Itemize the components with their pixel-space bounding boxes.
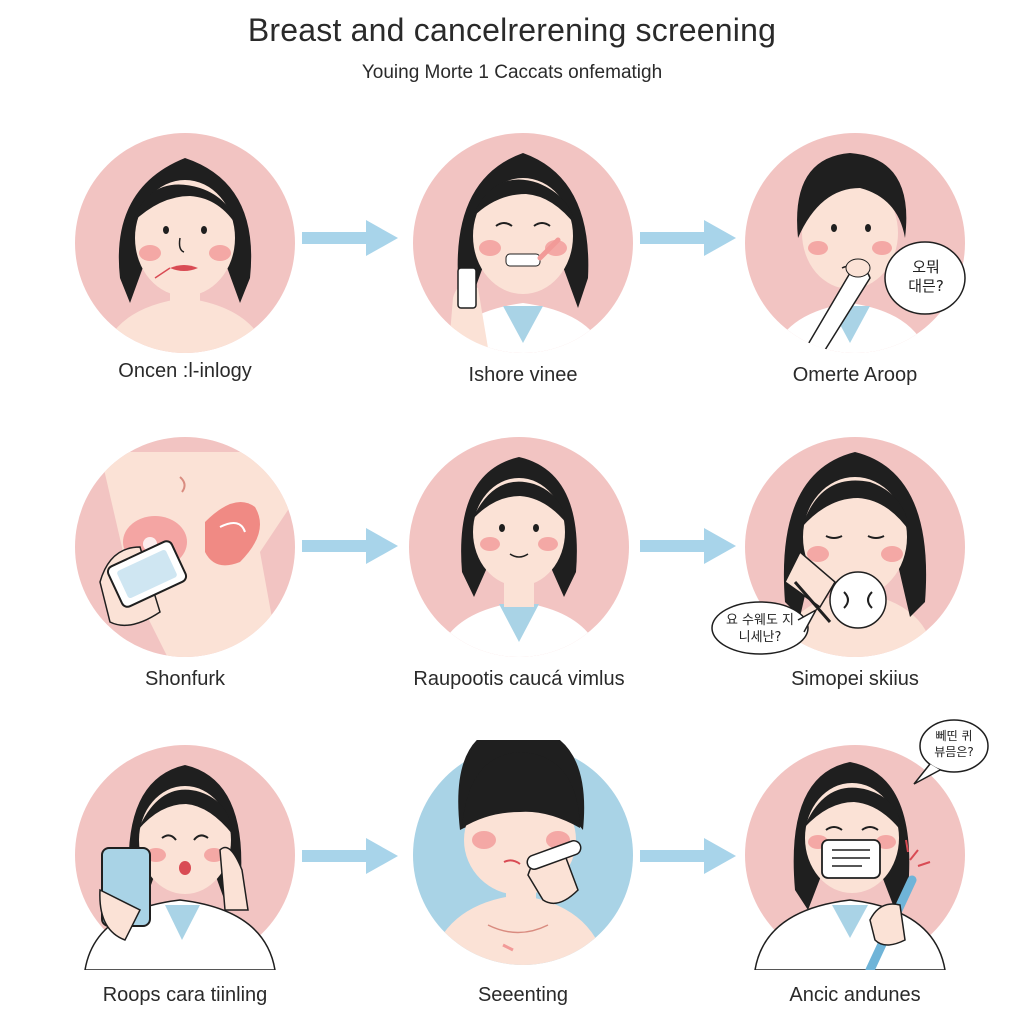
arrow-right-icon: [302, 528, 398, 564]
bubble-line: 오뭐: [912, 258, 940, 276]
doctor-touching-face-icon: [745, 133, 966, 353]
bubble-line: 뻬띤 퀴: [935, 729, 973, 743]
bubble-line: 대믄?: [908, 277, 944, 295]
step-caption: Omerte Aroop: [792, 364, 918, 386]
step-caption: Roops cara tiinling: [102, 984, 268, 1006]
step-8: Seeenting: [408, 740, 638, 1006]
step-7: Roops cara tiinling: [70, 740, 300, 1006]
woman-portrait-icon: [75, 133, 295, 353]
step-2: Ishore vinee: [408, 128, 638, 388]
speech-bubble: 오뭐 대믄?: [887, 258, 965, 296]
step-9: 뻬띤 퀴 뷰믐은? Ancic andunes: [740, 719, 989, 1006]
arrow-right-icon: [640, 528, 736, 564]
step-4: Shonfurk: [70, 432, 300, 692]
page-subtitle: Youing Morte 1 Caccats onfematigh: [361, 62, 663, 83]
bubble-line: 뷰믐은?: [934, 745, 974, 759]
arrow-right-icon: [640, 838, 736, 874]
arrow-right-icon: [302, 220, 398, 256]
step-6: 요 수웨도 지 니세난? Simopei skiius: [711, 432, 970, 692]
speech-bubble: 요 수웨도 지 니세난?: [710, 612, 810, 646]
page-title: Breast and cancelrerening screening: [247, 12, 777, 48]
arrow-right-icon: [302, 838, 398, 874]
step-caption: Shonfurk: [144, 668, 226, 690]
woman-with-mask-and-pen-icon: [745, 745, 965, 970]
bubble-line: 니세난?: [738, 630, 782, 645]
speech-bubble-shape: [711, 601, 818, 655]
step-caption: Raupootis caucá vimlus: [413, 668, 625, 690]
woman-with-device-icon: [745, 437, 965, 657]
speech-bubble: 뻬띤 퀴 뷰믐은?: [918, 728, 990, 760]
step-caption: Ishore vinee: [468, 364, 578, 386]
step-caption: Oncen :l-inlogy: [118, 360, 252, 382]
step-5: Raupootis caucá vimlus: [404, 432, 634, 692]
step-3: 오뭐 대믄? Omerte Aroop: [740, 128, 970, 388]
bubble-line: 요 수웨도 지: [725, 613, 795, 628]
woman-with-phone-icon: [75, 745, 295, 970]
step-1: Oncen :l-inlogy: [70, 128, 300, 388]
woman-brushing-teeth-icon: [413, 133, 633, 353]
woman-smiling-icon: [409, 437, 629, 657]
hand-holding-phone-body-icon: [75, 437, 295, 657]
step-caption: Simopei skiius: [791, 668, 919, 690]
woman-applying-swab-icon: [413, 740, 633, 965]
step-caption: Seeenting: [477, 984, 569, 1006]
arrow-right-icon: [640, 220, 736, 256]
speech-bubble-shape: [913, 719, 989, 785]
step-caption: Ancic andunes: [789, 984, 921, 1006]
